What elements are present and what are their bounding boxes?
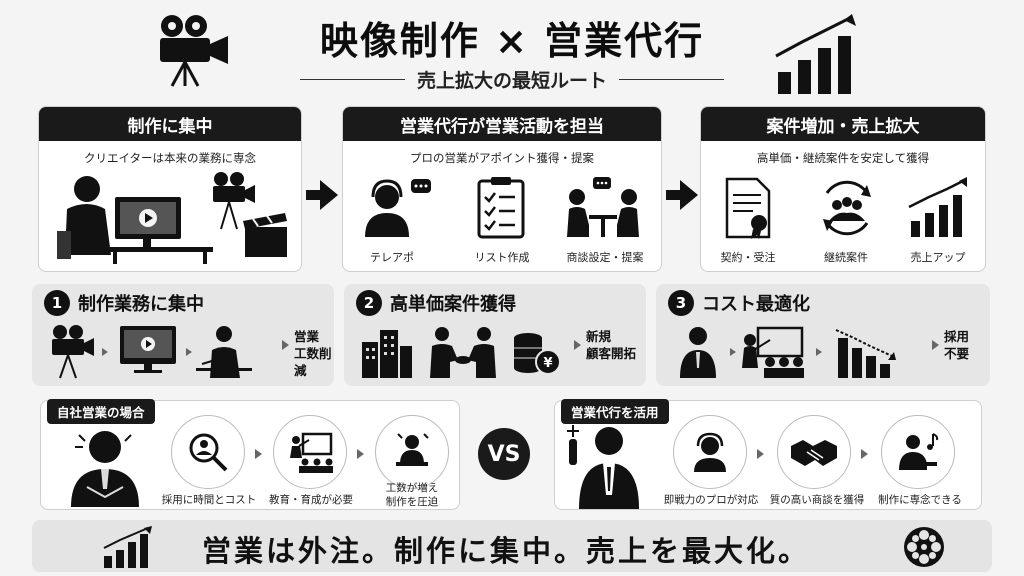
contract-icon [723, 175, 775, 245]
header-growth-chart-icon [772, 14, 864, 100]
subtitle-rule-left [300, 78, 405, 80]
benefit-title: 制作業務に集中 [78, 294, 204, 315]
benefit-arrow [282, 340, 289, 350]
film-reel-icon [902, 525, 946, 573]
step-description: プロの営業がアポイント獲得・提案 [410, 151, 594, 165]
icon-label-sales-up: 売上アップ [910, 251, 966, 264]
page-title: 映像制作 × 営業代行 [319, 19, 705, 63]
footer-banner: 営業は外注。制作に集中。売上を最大化。 [32, 520, 992, 572]
outsourced-step-2 [777, 415, 851, 489]
benefit-result-line: 不要 [944, 346, 970, 361]
benefit-illustration: ¥ [358, 324, 588, 384]
benefit-number: 3 [668, 290, 694, 316]
flow-arrow-1 [306, 180, 338, 210]
outsourced-step-3 [881, 415, 955, 489]
benefit-result-line: 新規 [586, 329, 612, 344]
benefit-title: 高単価案件獲得 [390, 294, 516, 315]
icon-label-list: リスト作成 [474, 251, 530, 264]
headset-operator-icon [694, 432, 726, 472]
step-title: 案件増加・売上拡大 [701, 107, 985, 141]
icon-label-meeting: 商談設定・提案 [566, 251, 644, 264]
benefit-card-1: 1 制作業務に集中 営業 工数削減 [32, 284, 334, 386]
subtitle-rule-right [619, 78, 725, 80]
flow-arrow-2 [666, 180, 698, 210]
step-card-3: 案件増加・売上拡大 高単価・継続案件を安定して獲得 契約・受注 継続案件 [700, 106, 986, 272]
overworked-icon [396, 433, 429, 466]
benefit-arrow [574, 340, 581, 350]
icon-label-recurring: 継続案件 [824, 251, 868, 264]
comparison-tag: 自社営業の場合 [47, 399, 155, 424]
benefit-result: 採用 不要 [944, 328, 969, 362]
benefit-result: 新規 顧客開拓 [586, 328, 636, 362]
telemarketing-icon [361, 175, 433, 243]
benefit-card-2: 2 高単価案件獲得 ¥ 新規 顧客開拓 [344, 284, 646, 386]
step-title: 営業代行が営業活動を担当 [343, 107, 661, 141]
step-card-1: 制作に集中 クリエイターは本来の業務に専念 [38, 106, 302, 272]
outsourced-label-2: 質の高い商談を獲得 [769, 494, 865, 506]
vs-badge: VS [478, 428, 530, 480]
benefit-result-line: 営業 [294, 329, 320, 344]
in-house-label-2: 教育・育成が必要 [269, 494, 353, 506]
recruitment-search-icon [189, 433, 228, 472]
in-house-step-2 [273, 415, 347, 489]
stressed-person-icon [65, 425, 145, 511]
icon-label-contract: 契約・受注 [720, 251, 776, 264]
outsourced-label-3: 制作に専念できる [878, 494, 962, 506]
checklist-icon [475, 175, 527, 243]
benefit-result-line: 工数削減 [294, 346, 332, 378]
header-camera-icon [152, 12, 236, 92]
benefit-card-3: 3 コスト最適化 採用 不要 [656, 284, 990, 386]
comparison-outsourced: 営業代行を活用 即戦力のプロが対応 質の高い商談を獲得 [554, 399, 982, 513]
benefit-heading: 1 制作業務に集中 [44, 290, 204, 316]
outsourced-step-1 [673, 415, 747, 489]
in-house-label-3: 工数が増え 制作を圧迫 [385, 482, 439, 508]
in-house-step-3 [375, 415, 449, 489]
footer-growth-icon [102, 526, 154, 572]
benefit-result: 営業 工数削減 [294, 328, 334, 379]
meeting-icon [561, 175, 645, 243]
benefit-number: 2 [356, 290, 382, 316]
benefit-illustration [670, 324, 920, 384]
benefit-title: コスト最適化 [702, 294, 810, 315]
step-description: クリエイターは本来の業務に専念 [83, 151, 257, 165]
training-icon [290, 432, 333, 473]
sales-up-icon [907, 177, 969, 243]
comparison-arrow [861, 449, 868, 459]
benefit-illustration [46, 324, 276, 384]
confident-businessman-icon [565, 421, 649, 513]
recurring-cycle-icon [815, 177, 879, 243]
step-card-2: 営業代行が営業活動を担当 プロの営業がアポイント獲得・提案 テレアポ リスト作成 [342, 106, 662, 272]
in-house-label-1: 採用に時間とコスト [161, 494, 257, 506]
comparison-in-house: 自社営業の場合 採用に時間とコスト 教育・育成が必要 [40, 399, 460, 511]
benefit-result-line: 顧客開拓 [586, 346, 637, 361]
focused-creator-icon [899, 433, 939, 470]
creator-at-desk-illustration [53, 169, 293, 269]
comparison-arrow [255, 449, 262, 459]
benefit-arrow [932, 340, 939, 350]
benefit-result-line: 採用 [944, 329, 970, 344]
page-subtitle: 売上拡大の最短ルート [417, 69, 608, 92]
benefit-heading: 3 コスト最適化 [668, 290, 810, 316]
footer-slogan: 営業は外注。制作に集中。売上を最大化。 [202, 534, 811, 568]
step-title: 制作に集中 [39, 107, 301, 141]
subtitle-row: 売上拡大の最短ルート [300, 66, 725, 92]
outsourced-label-1: 即戦力のプロが対応 [663, 494, 759, 506]
comparison-arrow [757, 449, 764, 459]
step-description: 高単価・継続案件を安定して獲得 [756, 151, 930, 165]
in-house-step-1 [171, 415, 245, 489]
comparison-tag: 営業代行を活用 [561, 399, 669, 424]
benefit-number: 1 [44, 290, 70, 316]
benefit-heading: 2 高単価案件獲得 [356, 290, 516, 316]
handshake-icon [791, 440, 837, 466]
comparison-arrow [357, 449, 364, 459]
icon-label-telemarketing: テレアポ [370, 251, 414, 264]
svg-text:¥: ¥ [543, 356, 552, 371]
